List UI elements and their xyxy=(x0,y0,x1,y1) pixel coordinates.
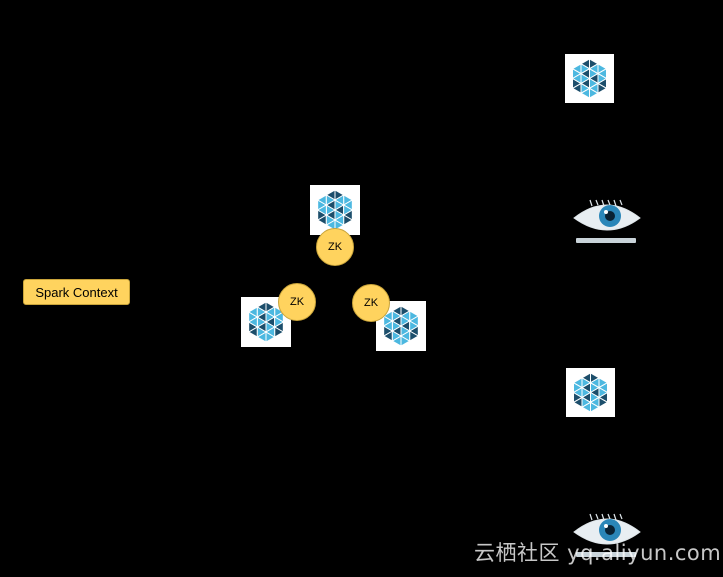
node-icon-top-right xyxy=(565,54,614,103)
zk-node-right: ZK xyxy=(352,284,390,322)
hex-grid-node-icon xyxy=(247,301,285,343)
node-icon-lower-right xyxy=(566,368,615,417)
node-icon-center-top xyxy=(310,185,360,235)
hex-grid-node-icon xyxy=(572,372,609,413)
hex-grid-node-icon xyxy=(382,305,420,347)
node-icon-center-right xyxy=(376,301,426,351)
watermark: 云栖社区 yq.aliyun.com xyxy=(474,541,722,565)
cassandra-eye-icon xyxy=(570,512,644,564)
zk-node-top: ZK xyxy=(316,228,354,266)
zk-node-left: ZK xyxy=(278,283,316,321)
hex-grid-node-icon xyxy=(571,58,608,99)
hex-grid-node-icon xyxy=(316,189,354,231)
cassandra-eye-icon xyxy=(570,198,644,250)
spark-context-box: Spark Context xyxy=(23,279,130,305)
